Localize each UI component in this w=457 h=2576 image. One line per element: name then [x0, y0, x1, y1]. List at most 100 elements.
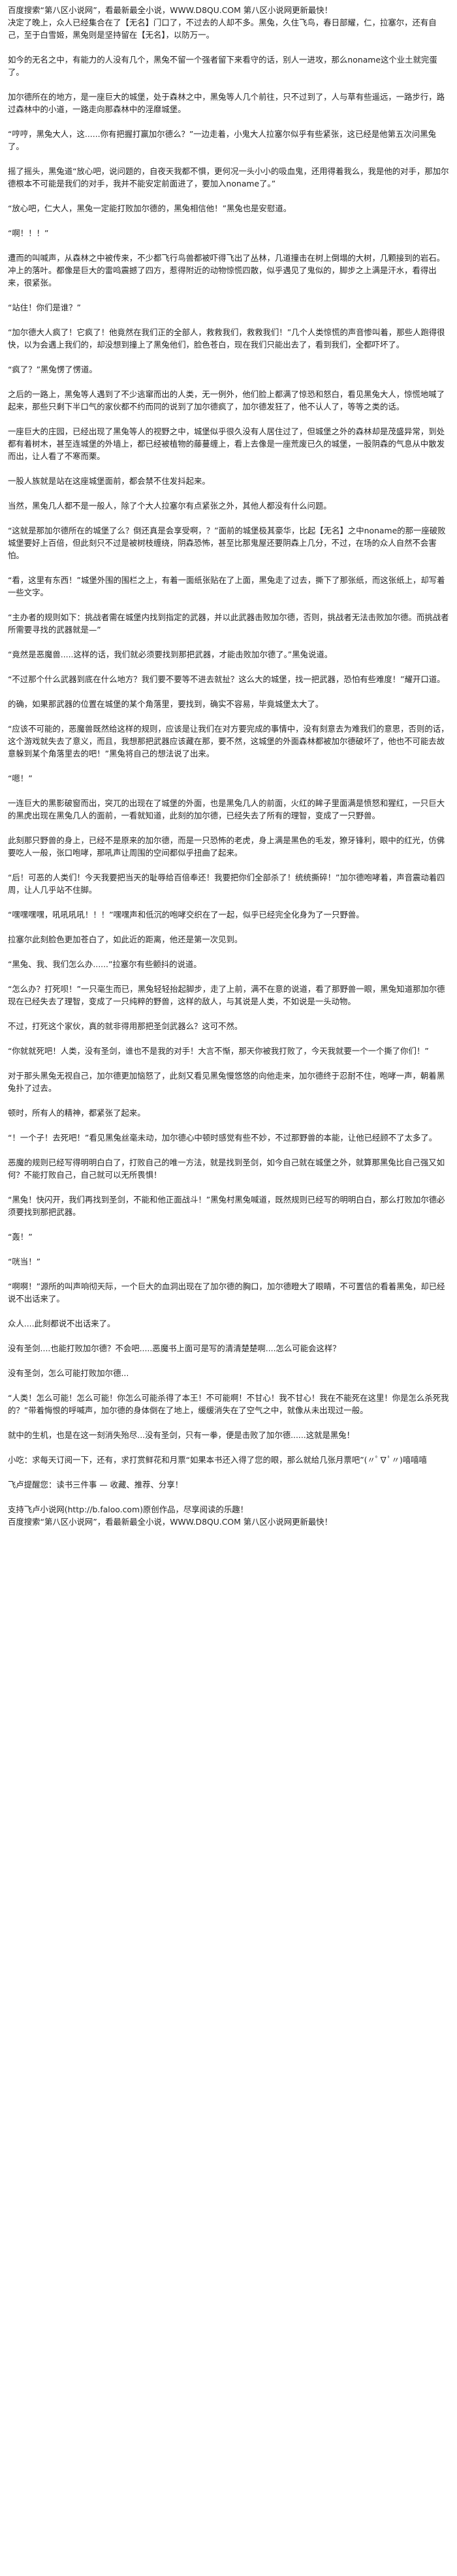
support-notice: 支持飞卢小说网(http://b.faloo.com)原创作品，尽享阅读的乐趣！	[8, 1505, 248, 1514]
paragraph-spacer	[8, 760, 449, 772]
paragraph-spacer	[8, 413, 449, 425]
story-paragraph: “后！可恶的人类们！今天我要把当天的耻辱给百倍奉还！我要把你们全部杀了！统统撕碎…	[8, 873, 445, 895]
story-paragraph: “嗯！”	[8, 773, 33, 783]
paragraph-spacer	[8, 599, 449, 611]
story-paragraph: 小吃：求每天订阅一下，还有，求打赏鲜花和月票“如果本书还入得了您的眼，那么就给几…	[8, 1455, 428, 1465]
paragraph-spacer	[8, 1057, 449, 1070]
story-paragraph: “不过那个什么武器到底在什么地方？我们要不要等不进去就扯？这么大的城堡，找一把武…	[8, 674, 445, 684]
paragraph-spacer	[8, 1491, 449, 1503]
story-paragraph: “人类！怎么可能！怎么可能！你怎么可能杀得了本王！不可能啊！不甘心！我不甘心！我…	[8, 1393, 449, 1415]
story-paragraph: “黑兔、我、我们怎么办......”拉塞尔有些颤抖的说道。	[8, 959, 202, 969]
story-paragraph: 一连巨大的黑影破窗而出，突兀的出现在了城堡的外面，也是黑兔几人的前面，火红的眸子…	[8, 798, 445, 820]
site-header-notice: 百度搜索“第八区小说网”，看最新最全小说，WWW.D8QU.COM 第八区小说网…	[8, 5, 333, 15]
paragraph-spacer	[8, 685, 449, 698]
paragraph-spacer	[8, 822, 449, 834]
paragraph-spacer	[8, 1466, 449, 1478]
paragraph-spacer	[8, 1268, 449, 1280]
story-paragraph: 加尔德所在的地方，是一座巨大的城堡，处于森林之中，黑兔等人几个前往，只不过到了，…	[8, 92, 445, 114]
story-paragraph: “嘿嘿嘿嘿，吼吼吼吼！！！”嘿嘿声和低沉的咆哮交织在了一起，似乎已经完全化身为了…	[8, 910, 364, 920]
story-paragraph: “啊！！！”	[8, 228, 49, 238]
story-paragraph: “咣当！”	[8, 1257, 41, 1266]
paragraph-spacer	[8, 1441, 449, 1454]
story-paragraph: “轰！”	[8, 1232, 33, 1242]
paragraph-spacer	[8, 1032, 449, 1045]
story-paragraph: “这就是那加尔德所在的城堡了么？倒还真是会享受啊，？”面前的城堡极其豪华，比起【…	[8, 526, 446, 560]
paragraph-spacer	[8, 921, 449, 933]
site-footer-notice: 百度搜索“第八区小说网”，看最新最全小说，WWW.D8QU.COM 第八区小说网…	[8, 1517, 333, 1527]
story-paragraph: 之后的一路上，黑兔等人遇到了不少逃窜而出的人类，无一例外，他们脸上都满了惊恐和怒…	[8, 389, 445, 412]
paragraph-spacer	[8, 1181, 449, 1193]
paragraph-spacer	[8, 1094, 449, 1107]
story-paragraph: 不过，打死这个家伙，真的就非得用那把圣剑武器么？这可不然。	[8, 1021, 243, 1031]
paragraph-spacer	[8, 1119, 449, 1131]
paragraph-spacer	[8, 1379, 449, 1392]
story-paragraph: “主办者的规则如下：挑战者需在城堡内找到指定的武器，并以此武器击败加尔德，否则，…	[8, 612, 449, 635]
paragraph-spacer	[8, 785, 449, 797]
story-paragraph: 众人....此刻都说不出话来了。	[8, 1319, 116, 1328]
story-paragraph: 决定了晚上，众人已经集合在了【无名】门口了，不过去的人却不多。黑兔，久住飞鸟，春…	[8, 18, 437, 40]
story-paragraph: “竟然是恶魔兽.....这样的话，我们就必须要找到那把武器，才能击败加尔德了。”…	[8, 650, 333, 659]
story-paragraph: “啊啊！”源所的叫声响彻天际，一个巨大的血洞出现在了加尔德的胸口，加尔德瞪大了眼…	[8, 1281, 445, 1304]
paragraph-spacer	[8, 78, 449, 91]
paragraph-spacer	[8, 239, 449, 252]
paragraph-spacer	[8, 661, 449, 673]
paragraph-spacer	[8, 376, 449, 388]
paragraph-spacer	[8, 1008, 449, 1020]
story-paragraph: “疯了？”黑兔愣了愣道。	[8, 365, 97, 374]
story-paragraph: “看，这里有东西！”城堡外围的围栏之上，有着一面纸张贴在了上面，黑兔走了过去，撕…	[8, 575, 445, 597]
story-paragraph: 的确，如果那武器的位置在城堡的某个角落里，要找到，确实不容易，毕竟城堡太大了。	[8, 699, 324, 709]
paragraph-spacer	[8, 1144, 449, 1156]
story-paragraph: 就中的生机，也是在这一刻消失殆尽...没有圣剑，只有一拳，便是击败了加尔德...…	[8, 1430, 355, 1440]
story-paragraph: 飞卢提醒您：读书三件事 — 收藏、推荐、分享！	[8, 1480, 183, 1490]
paragraph-spacer	[8, 351, 449, 363]
paragraph-spacer	[8, 970, 449, 983]
story-paragraph: “站住！你们是谁？”	[8, 303, 81, 312]
paragraph-spacer	[8, 946, 449, 958]
story-paragraph: 没有圣剑，怎么可能打败加尔德...	[8, 1368, 129, 1378]
paragraph-spacer	[8, 636, 449, 648]
paragraph-spacer	[8, 1243, 449, 1255]
story-paragraph: 没有圣剑....也能打败加尔德？不会吧.....恶魔书上面可是写的清清楚楚啊..…	[8, 1343, 341, 1353]
story-paragraph: 一股人族就是站在这座城堡面前，都会禁不住发抖起来。	[8, 476, 210, 486]
story-paragraph: “放心吧，仁大人，黑兔一定能打败加尔德的，黑兔相信他！”黑兔也是安慰道。	[8, 203, 292, 213]
story-paragraph: “加尔德大人疯了！它疯了！他竟然在我们正的全部人，救救我们，救救我们！”几个人类…	[8, 327, 445, 350]
story-paragraph: 对于那头黑兔无视自己，加尔德更加恼怒了，此刻又看见黑兔慢悠悠的向他走来，加尔德终…	[8, 1071, 445, 1093]
paragraph-spacer	[8, 896, 449, 908]
paragraph-spacer	[8, 41, 449, 53]
story-paragraph: “应该不可能的，恶魔兽既然给这样的规则，应该是让我们在对方要完成的事情中，没有刻…	[8, 724, 449, 758]
story-paragraph: 摇了摇头，黑兔道“放心吧，说问题的，自夜天我都不惧，更何况一头小小的吸血鬼，还用…	[8, 166, 449, 188]
story-paragraph: “怎么办？打死呗！”一只毫生而已，黑兔轻轻抬起脚步，走了上前，满不在意的说道，看…	[8, 984, 445, 1006]
paragraph-spacer	[8, 1416, 449, 1429]
paragraph-spacer	[8, 512, 449, 524]
paragraph-spacer	[8, 153, 449, 165]
paragraph-spacer	[8, 1305, 449, 1317]
story-paragraph: 拉塞尔此刻脸色更加苍白了，如此近的距离，他还是第一次见到。	[8, 935, 243, 944]
paragraph-spacer	[8, 289, 449, 301]
paragraph-spacer	[8, 190, 449, 202]
story-paragraph: “哼哼，黑兔大人，这......你有把握打赢加尔德么？”一边走着，小鬼大人拉塞尔…	[8, 129, 437, 151]
paragraph-spacer	[8, 115, 449, 128]
paragraph-spacer	[8, 710, 449, 723]
paragraph-spacer	[8, 859, 449, 871]
paragraph-spacer	[8, 1330, 449, 1342]
chapter-body: 决定了晚上，众人已经集合在了【无名】门口了，不过去的人却不多。黑兔，久住飞鸟，春…	[8, 16, 449, 1503]
story-paragraph: 当然，黑兔几人都不是一般人，除了个大人拉塞尔有点紧张之外，其他人都没有什么问题。	[8, 501, 332, 511]
story-paragraph: “！一个子！去死吧！”看见黑兔丝毫未动，加尔德心中顿时感觉有些不妙，不过那野兽的…	[8, 1133, 437, 1143]
paragraph-spacer	[8, 215, 449, 227]
story-paragraph: 如今的无名之中，有能力的人没有几个，黑兔不留一个强者留下来看守的话，别人一进攻，…	[8, 55, 437, 77]
paragraph-spacer	[8, 562, 449, 574]
story-paragraph: “黑兔！快闪开，我们再找到圣剑，不能和他正面战斗！”黑兔村黑兔喊道，既然规则已经…	[8, 1195, 445, 1217]
paragraph-spacer	[8, 314, 449, 326]
story-paragraph: 恶魔的规则已经写得明明白白了，打败自己的唯一方法，就是找到圣剑，如今自己就在城堡…	[8, 1158, 445, 1180]
story-paragraph: 遭而的叫喊声，从森林之中被传来，不少都飞行鸟兽都被吓得飞出了丛林，几道撞击在树上…	[8, 253, 445, 288]
story-paragraph: 顿时，所有人的精神，都紧张了起来。	[8, 1108, 146, 1118]
paragraph-spacer	[8, 1218, 449, 1231]
paragraph-spacer	[8, 487, 449, 500]
chapter-footer: 支持飞卢小说网(http://b.faloo.com)原创作品，尽享阅读的乐趣！…	[8, 1503, 449, 1528]
story-paragraph: 一座巨大的庄园，已经出现了黑兔等人的视野之中，城堡似乎很久没有人居住过了，但城堡…	[8, 427, 445, 461]
paragraph-spacer	[8, 1355, 449, 1367]
paragraph-spacer	[8, 462, 449, 475]
story-paragraph: “你就就死吧！人类，没有圣剑，谁也不是我的对手！大言不惭，那天你被我打败了，今天…	[8, 1046, 429, 1056]
story-paragraph: 此刻那只野兽的身上，已经不是原来的加尔德，而是一只恐怖的老虎，身上满是黑色的毛发…	[8, 835, 445, 858]
